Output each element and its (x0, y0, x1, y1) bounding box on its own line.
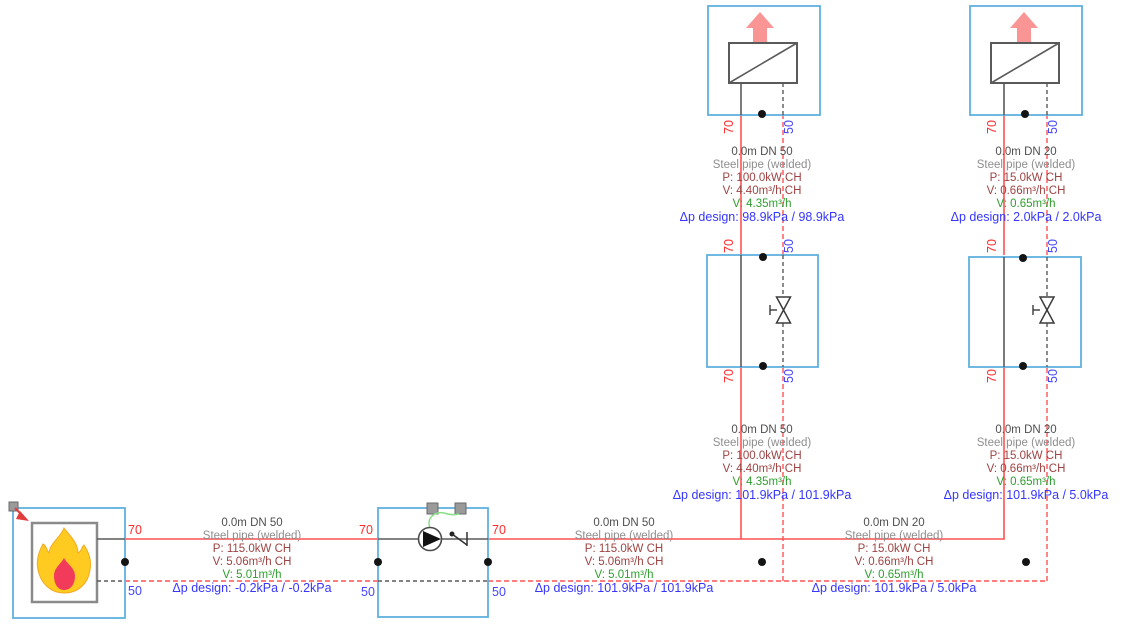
pipe-power-label: P: 115.0kW CH (584, 543, 664, 555)
selection-handle[interactable] (8, 501, 19, 512)
pipe-label-block: 0.0m DN 50 Steel pipe (welded) P: 115.0k… (535, 517, 714, 595)
return-temp-label: 50 (1046, 239, 1060, 253)
boiler[interactable] (8, 501, 129, 619)
heat-consumer-1[interactable] (707, 5, 821, 118)
supply-temp-label: 70 (722, 239, 736, 253)
return-pipes[interactable] (125, 115, 1048, 582)
heat-consumer-2[interactable] (969, 5, 1083, 118)
valve-icon[interactable] (769, 296, 792, 324)
pipe-material-label: Steel pipe (welded) (976, 437, 1076, 449)
supply-temp-label: 70 (722, 120, 736, 134)
pipe-label-block: 0.0m DN 20 Steel pipe (welded) P: 15.0kW… (944, 424, 1109, 502)
pipe-power-label: P: 15.0kW CH (989, 172, 1063, 184)
pipe-size-label: 0.0m DN 50 (593, 517, 655, 529)
circulation-pump[interactable] (374, 502, 492, 618)
pipe-material-label: Steel pipe (welded) (574, 530, 674, 542)
supply-temp-label: 70 (985, 120, 999, 134)
check-valve-icon[interactable] (449, 531, 468, 547)
pipe-flow-ch-label: V: 4.40m³/h CH (722, 185, 802, 197)
red-arrow-marker-head (16, 511, 29, 521)
valve-icon[interactable] (1032, 296, 1056, 324)
pipe-flow-ch-label: V: 4.40m³/h CH (722, 463, 802, 475)
return-temp-label: 50 (782, 120, 796, 134)
pipe-flow-ch-label: V: 0.66m³/h CH (986, 185, 1066, 197)
pipe-power-label: P: 115.0kW CH (212, 543, 292, 555)
pipe-power-label: P: 100.0kW CH (722, 450, 802, 462)
pipe-material-label: Steel pipe (welded) (712, 159, 812, 171)
supply-temp-label: 70 (722, 369, 736, 383)
return-temp-label: 50 (128, 584, 142, 598)
pipe-flow-label: V: 0.65m³/h (864, 569, 924, 581)
connection-node[interactable] (1019, 362, 1027, 370)
connection-node[interactable] (759, 253, 767, 261)
pump-handle[interactable] (426, 502, 439, 515)
pipe-dp-label: Δp design: 2.0kPa / 2.0kPa (950, 210, 1102, 224)
pipe-material-label: Steel pipe (welded) (202, 530, 302, 542)
return-temp-label: 50 (782, 369, 796, 383)
return-temp-label: 50 (1046, 120, 1060, 134)
up-arrow-icon (1010, 12, 1038, 43)
control-link (428, 511, 460, 529)
up-arrow-icon (746, 12, 774, 43)
return-temp-label: 50 (1046, 369, 1060, 383)
pipe-flow-ch-label: V: 0.66m³/h CH (986, 463, 1066, 475)
pipe-dp-label: Δp design: 101.9kPa / 101.9kPa (672, 488, 852, 502)
pipe-power-label: P: 100.0kW CH (722, 172, 802, 184)
connection-node[interactable] (758, 110, 766, 118)
pipe-flow-ch-label: V: 0.66m³/h CH (854, 556, 934, 568)
junction-nodes[interactable] (758, 558, 1030, 566)
connection-node[interactable] (121, 558, 129, 566)
pipe-label-block: 0.0m DN 20 Steel pipe (welded) P: 15.0kW… (812, 517, 977, 595)
connection-node[interactable] (1021, 110, 1029, 118)
connection-node[interactable] (1019, 254, 1027, 262)
pipe-dp-label: Δp design: 101.9kPa / 5.0kPa (811, 581, 977, 595)
supply-temp-label: 70 (128, 523, 142, 537)
pipe-flow-label: V: 4.35m³/h (732, 476, 792, 488)
pipe-label-block: 0.0m DN 50 Steel pipe (welded) P: 100.0k… (680, 146, 845, 224)
pipe-dp-label: Δp design: -0.2kPa / -0.2kPa (172, 581, 332, 595)
pipe-flow-label: V: 0.65m³/h (996, 198, 1056, 210)
valve-station-2[interactable] (968, 254, 1082, 370)
supply-temp-label: 70 (985, 369, 999, 383)
pipe-size-label: 0.0m DN 50 (731, 146, 793, 158)
pipe-material-label: Steel pipe (welded) (976, 159, 1076, 171)
return-temp-label: 50 (361, 585, 375, 599)
supply-temp-label: 70 (492, 523, 506, 537)
pipe-size-label: 0.0m DN 20 (863, 517, 925, 529)
return-temp-label: 50 (492, 585, 506, 599)
pipe-label-block: 0.0m DN 20 Steel pipe (welded) P: 15.0kW… (951, 146, 1102, 224)
pipe-size-label: 0.0m DN 20 (995, 424, 1057, 436)
connection-node[interactable] (759, 362, 767, 370)
pipe-dp-label: Δp design: 98.9kPa / 98.9kPa (679, 210, 845, 224)
pipe-flow-label: V: 4.35m³/h (732, 198, 792, 210)
pipe-size-label: 0.0m DN 20 (995, 146, 1057, 158)
pump-handle[interactable] (454, 502, 467, 515)
pipe-power-label: P: 15.0kW CH (857, 543, 931, 555)
connection-node[interactable] (374, 558, 382, 566)
pipe-material-label: Steel pipe (welded) (844, 530, 944, 542)
pipe-size-label: 0.0m DN 50 (731, 424, 793, 436)
pipe-flow-ch-label: V: 5.06m³/h CH (584, 556, 664, 568)
pump-rotor (423, 531, 441, 547)
pipe-label-block: 0.0m DN 50 Steel pipe (welded) P: 100.0k… (673, 424, 852, 502)
pipe-flow-ch-label: V: 5.06m³/h CH (212, 556, 292, 568)
flame-inner-icon (54, 558, 75, 590)
pipe-dp-label: Δp design: 101.9kPa / 101.9kPa (534, 581, 714, 595)
valve-station-1[interactable] (706, 253, 819, 370)
pipe-power-label: P: 15.0kW CH (989, 450, 1063, 462)
pipe-label-block: 0.0m DN 50 Steel pipe (welded) P: 115.0k… (172, 517, 331, 595)
pipe-size-label: 0.0m DN 50 (221, 517, 283, 529)
pipe-flow-label: V: 5.01m³/h (594, 569, 654, 581)
supply-temp-label: 70 (359, 523, 373, 537)
connection-node[interactable] (484, 558, 492, 566)
return-temp-label: 50 (782, 239, 796, 253)
pipe-flow-label: V: 0.65m³/h (996, 476, 1056, 488)
supply-temp-label: 70 (985, 239, 999, 253)
pipe-dp-label: Δp design: 101.9kPa / 5.0kPa (943, 488, 1109, 502)
pipe-material-label: Steel pipe (welded) (712, 437, 812, 449)
supply-pipes[interactable] (125, 115, 1005, 540)
pipe-flow-label: V: 5.01m³/h (222, 569, 282, 581)
